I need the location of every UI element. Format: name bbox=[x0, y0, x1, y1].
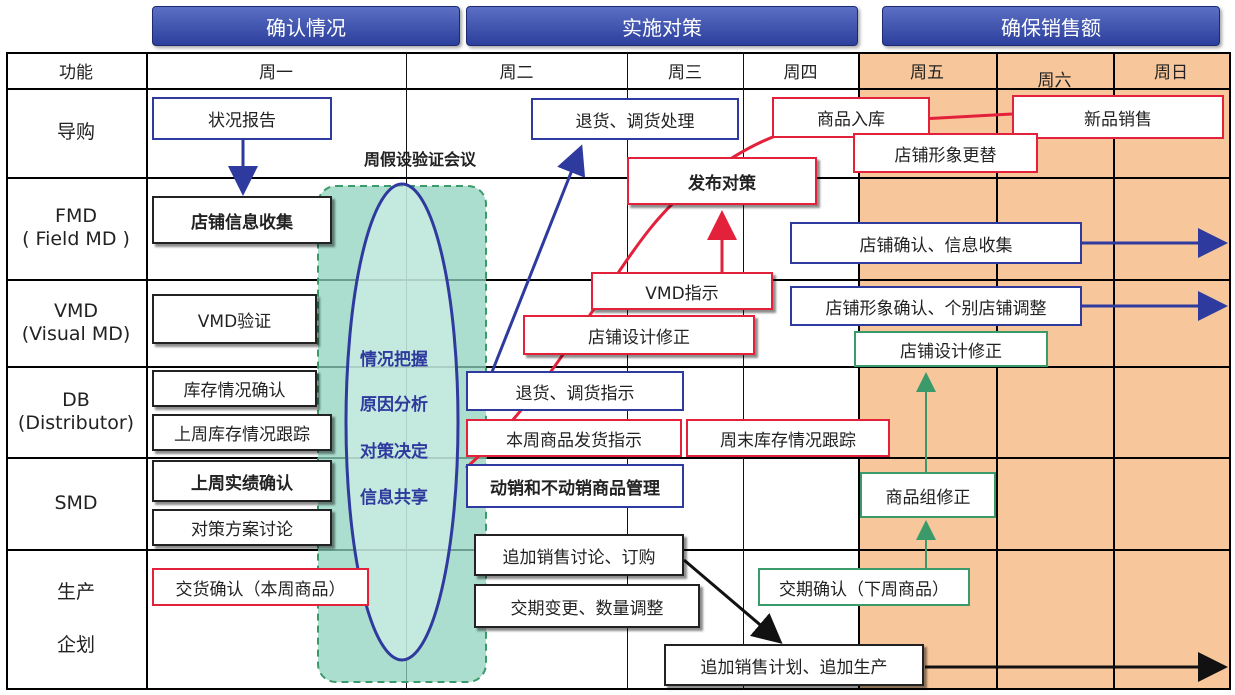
arrow-order-to-plan bbox=[683, 558, 783, 644]
oval-item-grasp: 情况把握 bbox=[360, 350, 428, 370]
header-day-thu: 周四 bbox=[783, 62, 818, 83]
row-label-production-line1: 生产 bbox=[56, 580, 95, 603]
box-product-group-fix: 商品组修正 bbox=[860, 472, 996, 518]
row-label-production: 生产 企划 bbox=[6, 549, 146, 688]
row-label-guide: 导购 bbox=[6, 88, 146, 177]
grid-col-wed bbox=[743, 52, 744, 690]
box-delivery-change: 交期变更、数量调整 bbox=[474, 584, 700, 628]
meeting-oval bbox=[344, 182, 460, 662]
box-store-info-collect: 店铺信息收集 bbox=[152, 196, 332, 244]
grid-col-func bbox=[146, 52, 148, 690]
box-last-week-inventory: 上周库存情况跟踪 bbox=[152, 414, 332, 451]
header-day-tue: 周二 bbox=[499, 62, 534, 83]
box-store-image-confirm: 店铺形象确认、个别店铺调整 bbox=[790, 286, 1082, 326]
header-func: 功能 bbox=[59, 62, 93, 83]
grid-right bbox=[1229, 52, 1231, 690]
grid-row-vmd bbox=[6, 366, 1230, 368]
arrow-oval-to-return bbox=[490, 144, 586, 373]
box-plan-discussion: 对策方案讨论 bbox=[152, 509, 332, 546]
row-label-guide-text: 导购 bbox=[56, 121, 95, 144]
row-label-fmd: FMD ( Field MD ) bbox=[6, 177, 146, 279]
grid-bottom bbox=[6, 688, 1230, 690]
row-label-vmd-line1: VMD bbox=[53, 299, 99, 322]
box-vmd-instruction: VMD指示 bbox=[591, 272, 773, 310]
row-label-fmd-line1: FMD bbox=[55, 205, 97, 228]
row-label-db-line1: DB bbox=[62, 388, 90, 411]
oval-item-analysis: 原因分析 bbox=[360, 395, 428, 415]
box-add-sales-order: 追加销售讨论、订购 bbox=[474, 534, 684, 576]
box-store-image-update: 店铺形象更替 bbox=[853, 133, 1038, 173]
grid-col-fri bbox=[996, 52, 998, 690]
meeting-label: 周假设验证会议 bbox=[364, 150, 477, 169]
grid-col-thu bbox=[858, 52, 860, 690]
header-day-sun: 周日 bbox=[1154, 62, 1188, 83]
box-store-design-fix-red: 店铺设计修正 bbox=[523, 315, 755, 355]
grid-header-bottom bbox=[6, 88, 1230, 90]
box-store-confirm-collect: 店铺确认、信息收集 bbox=[790, 222, 1082, 264]
box-moving-goods-mgmt: 动销和不动销商品管理 bbox=[466, 464, 684, 508]
box-new-product-sales: 新品销售 bbox=[1012, 95, 1224, 139]
header-day-wed: 周三 bbox=[668, 62, 702, 83]
box-vmd-verify: VMD验证 bbox=[152, 294, 317, 344]
box-publish-measures: 发布对策 bbox=[627, 157, 817, 205]
row-label-db: DB (Distributor) bbox=[6, 366, 146, 457]
box-product-arrival: 商品入库 bbox=[772, 97, 930, 138]
box-add-sales-plan: 追加销售计划、追加生产 bbox=[664, 644, 924, 686]
grid-row-db bbox=[6, 457, 1230, 459]
row-label-smd-text: SMD bbox=[54, 491, 98, 514]
grid-col-sat bbox=[1113, 52, 1115, 690]
box-store-design-fix-green: 店铺设计修正 bbox=[854, 331, 1048, 367]
box-return-handling: 退货、调货处理 bbox=[531, 98, 739, 140]
phase-implement-measures: 实施对策 bbox=[466, 6, 858, 46]
box-delivery-confirm-next: 交期确认（下周商品） bbox=[758, 568, 970, 606]
box-delivery-confirm: 交货确认（本周商品） bbox=[152, 568, 369, 606]
row-label-vmd: VMD (Visual MD) bbox=[6, 279, 146, 366]
header-day-mon: 周一 bbox=[259, 62, 293, 83]
grid-left bbox=[6, 52, 8, 690]
row-label-smd: SMD bbox=[6, 457, 146, 549]
grid-top bbox=[6, 52, 1230, 54]
phase-confirm-situation: 确认情况 bbox=[152, 6, 460, 46]
row-label-fmd-line2: ( Field MD ) bbox=[22, 228, 130, 250]
row-label-db-line2: (Distributor) bbox=[17, 411, 135, 434]
row-label-vmd-line2: (Visual MD) bbox=[21, 322, 131, 345]
oval-item-decision: 对策决定 bbox=[360, 442, 428, 462]
header-day-fri: 周五 bbox=[910, 62, 944, 83]
oval-item-share: 信息共享 bbox=[360, 488, 428, 508]
box-weekend-inventory: 周末库存情况跟踪 bbox=[686, 419, 890, 457]
grid-row-guide bbox=[6, 177, 1230, 179]
box-last-week-results: 上周实绩确认 bbox=[152, 460, 332, 502]
phase-ensure-sales: 确保销售额 bbox=[882, 6, 1220, 46]
header-day-sat: 周六 bbox=[1037, 70, 1072, 91]
box-status-report: 状况报告 bbox=[152, 97, 332, 140]
row-label-production-line2: 企划 bbox=[56, 633, 95, 656]
box-shipping-instruction: 本周商品发货指示 bbox=[466, 419, 682, 457]
box-inventory-confirm: 库存情况确认 bbox=[152, 370, 317, 407]
box-return-instruction: 退货、调货指示 bbox=[466, 371, 684, 411]
